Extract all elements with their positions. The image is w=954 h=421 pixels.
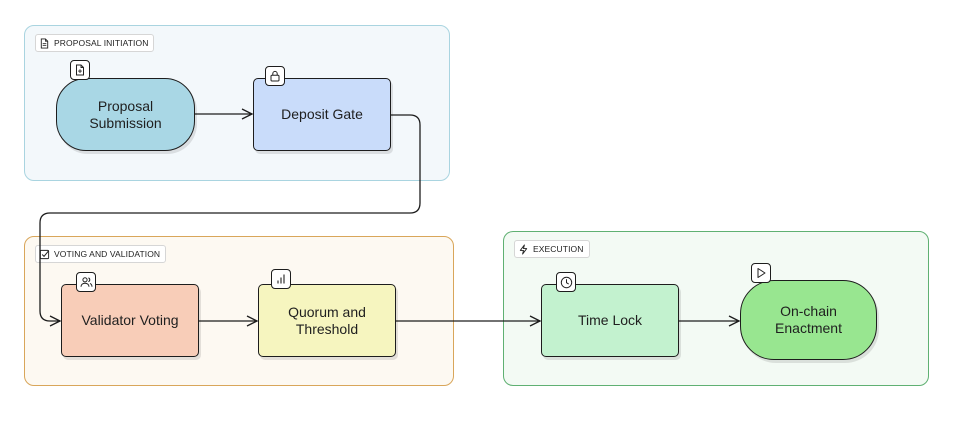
play-icon xyxy=(757,268,766,278)
group-label-proposal: PROPOSAL INITIATION xyxy=(35,34,155,52)
badge-quorum xyxy=(271,269,291,289)
badge-validator xyxy=(76,272,96,292)
node-label-timelock: Time Lock xyxy=(577,312,643,328)
node-quorum-threshold: Quorum and Threshold xyxy=(258,284,396,357)
badge-timelock xyxy=(556,272,576,292)
edge-deposit-validator xyxy=(39,114,421,321)
badge-submission xyxy=(70,60,90,80)
node-deposit-gate: Deposit Gate xyxy=(253,78,391,151)
node-label-submission: Proposal Submission xyxy=(89,97,162,131)
lock-icon xyxy=(270,70,280,82)
badge-enactment xyxy=(751,263,771,283)
node-validator-voting: Validator Voting xyxy=(61,284,199,357)
node-label-enactment: On-chain Enactment xyxy=(775,303,842,336)
file-plus-icon xyxy=(76,64,84,76)
badge-deposit xyxy=(265,66,285,86)
group-label-execution: EXECUTION xyxy=(514,240,590,258)
users-icon xyxy=(80,277,92,287)
group-label-voting: VOTING AND VALIDATION xyxy=(35,245,167,263)
bar-chart-icon xyxy=(277,274,285,284)
group-title-execution: EXECUTION xyxy=(533,244,584,254)
group-title-proposal: PROPOSAL INITIATION xyxy=(54,38,149,48)
group-title-voting: VOTING AND VALIDATION xyxy=(54,249,161,259)
node-onchain-enactment: On-chain Enactment xyxy=(740,280,877,360)
node-label-validator: Validator Voting xyxy=(81,312,179,328)
node-label-deposit: Deposit Gate xyxy=(281,106,363,122)
lightning-icon xyxy=(519,243,528,255)
document-icon xyxy=(40,37,49,49)
node-label-quorum: Quorum and Threshold xyxy=(288,303,366,337)
node-proposal-submission: Proposal Submission xyxy=(56,78,195,151)
clock-icon xyxy=(560,276,572,288)
node-time-lock: Time Lock xyxy=(541,284,679,357)
